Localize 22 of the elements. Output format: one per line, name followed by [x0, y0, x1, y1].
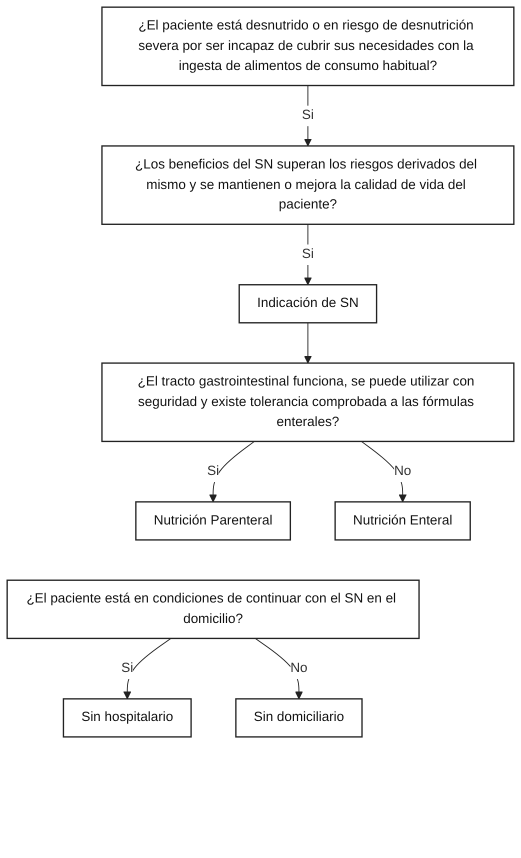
edge-label: No — [394, 463, 412, 479]
node-box: Nutrición Parenteral — [135, 501, 292, 541]
edge-label: Si — [121, 660, 134, 676]
arrow — [304, 85, 312, 146]
node-box: ¿El paciente está en condiciones de continuar con el SN en el domicilio? — [6, 580, 420, 640]
node-box: ¿Los beneficios del SN superan los riesgos derivados del mismo y se mantienen o mejora la calidad de vida del paciente? — [101, 145, 514, 225]
node-box: ¿El tracto gastrointestinal funciona, se puede utilizar con seguridad y existe tolerancia comprobada a las fórmulas enterales? — [101, 362, 514, 442]
arrow — [304, 322, 312, 364]
edge-label: No — [290, 660, 308, 676]
node-box: Indicación de SN — [238, 284, 378, 324]
node-box: Nutrición Enteral — [334, 501, 471, 541]
arrow — [209, 440, 255, 502]
arrow — [123, 638, 172, 700]
node-box: ¿El paciente está desnutrido o en riesgo de desnutrición severa por ser incapaz de cubrir sus necesidades con la ingesta de alimentos de consumo habitual? — [101, 6, 514, 86]
arrow — [254, 638, 303, 700]
edge-label: Si — [302, 246, 314, 262]
node-box: Sin hospitalario — [62, 698, 192, 738]
edge-label: Si — [302, 107, 314, 123]
arrow — [304, 224, 312, 286]
node-box: Sin domiciliario — [235, 698, 363, 738]
arrow — [360, 440, 407, 502]
edge-label: Si — [207, 463, 220, 479]
